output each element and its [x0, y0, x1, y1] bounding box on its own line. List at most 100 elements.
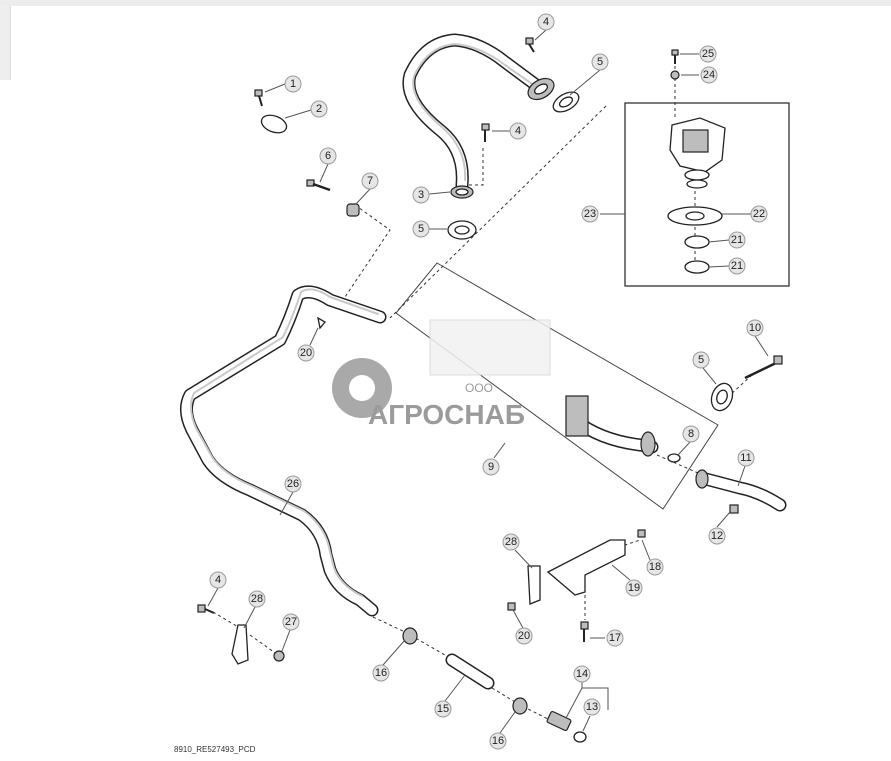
callout-5[interactable]: 5 [591, 53, 609, 71]
watermark-prefix: ООО [465, 381, 493, 395]
callout-23[interactable]: 23 [581, 205, 599, 223]
callout-12[interactable]: 12 [708, 527, 726, 545]
watermark-logo: ООО АГРОСНАБ [332, 319, 551, 430]
svg-text:17: 17 [609, 632, 621, 644]
clamp-bracket [527, 565, 541, 605]
svg-text:7: 7 [367, 175, 373, 187]
figure-caption: 8910_RE527493_PCD [174, 745, 256, 754]
callout-20[interactable]: 20 [297, 344, 315, 362]
hose [445, 653, 495, 690]
adapter-fitting [546, 710, 572, 732]
nut [273, 650, 285, 662]
svg-text:15: 15 [437, 703, 449, 715]
clip [317, 316, 326, 330]
svg-text:13: 13 [586, 701, 598, 713]
svg-text:28: 28 [505, 536, 517, 548]
callout-21[interactable]: 21 [728, 231, 746, 249]
svg-text:16: 16 [492, 735, 504, 747]
callout-6[interactable]: 6 [319, 147, 337, 165]
hose-clamp [402, 627, 418, 645]
svg-text:19: 19 [628, 582, 640, 594]
svg-text:1: 1 [290, 78, 296, 90]
callout-2[interactable]: 2 [310, 100, 328, 118]
callout-7[interactable]: 7 [361, 172, 379, 190]
svg-text:11: 11 [740, 452, 751, 464]
coolant-pipe-main [180, 285, 387, 617]
pipe-flange [450, 77, 555, 199]
callout-11[interactable]: 11 [737, 449, 755, 467]
callout-9[interactable]: 9 [482, 458, 500, 476]
o-ring [667, 453, 681, 463]
svg-text:28: 28 [251, 593, 263, 605]
spacer [346, 203, 360, 217]
callout-5[interactable]: 5 [412, 220, 430, 238]
callout-26[interactable]: 26 [284, 475, 302, 493]
watermark-name: АГРОСНАБ [368, 399, 525, 430]
svg-text:24: 24 [703, 69, 715, 81]
dash-line [729, 374, 753, 396]
coolant-pipe-short [695, 469, 787, 512]
callout-21[interactable]: 21 [728, 257, 746, 275]
bolt [197, 37, 783, 642]
svg-text:4: 4 [515, 125, 521, 137]
callout-16[interactable]: 16 [372, 664, 390, 682]
callout-16[interactable]: 16 [489, 732, 507, 750]
svg-text:5: 5 [418, 223, 424, 235]
callout-28[interactable]: 28 [502, 533, 520, 551]
callout-24[interactable]: 24 [700, 66, 718, 84]
svg-text:20: 20 [300, 347, 312, 359]
callout-28[interactable]: 28 [248, 590, 266, 608]
washer [670, 70, 680, 80]
svg-text:20: 20 [518, 630, 530, 642]
callout-15[interactable]: 15 [434, 700, 452, 718]
callout-18[interactable]: 18 [646, 558, 664, 576]
svg-text:2: 2 [316, 103, 322, 115]
callout-1[interactable]: 1 [284, 75, 302, 93]
callout-4[interactable]: 4 [509, 122, 527, 140]
svg-text:10: 10 [749, 322, 761, 334]
elbow-fitting [565, 395, 659, 457]
svg-text:26: 26 [287, 478, 299, 490]
callout-19[interactable]: 19 [625, 579, 643, 597]
hose-clamp [260, 114, 288, 134]
callout-4[interactable]: 4 [537, 13, 555, 31]
svg-text:12: 12 [711, 530, 723, 542]
svg-text:23: 23 [584, 208, 596, 220]
dash-line [212, 611, 241, 629]
dash-line [344, 204, 391, 298]
gasket [447, 91, 734, 412]
svg-text:14: 14 [576, 668, 588, 680]
thermostat-housing [667, 117, 726, 274]
svg-text:22: 22 [753, 208, 765, 220]
callout-17[interactable]: 17 [606, 629, 624, 647]
callout-25[interactable]: 25 [699, 45, 717, 63]
clamp-bracket [231, 624, 249, 665]
callout-10[interactable]: 10 [746, 319, 764, 337]
callout-22[interactable]: 22 [750, 205, 768, 223]
callout-27[interactable]: 27 [282, 613, 300, 631]
dash-line [372, 616, 446, 656]
callout-5[interactable]: 5 [692, 351, 710, 369]
callout-13[interactable]: 13 [583, 698, 601, 716]
leader-lines [207, 29, 769, 734]
svg-text:3: 3 [418, 189, 424, 201]
top-bar [0, 0, 891, 6]
callout-8[interactable]: 8 [682, 425, 700, 443]
svg-text:4: 4 [215, 574, 221, 586]
callout-3[interactable]: 3 [412, 186, 430, 204]
dash-line [249, 634, 279, 656]
assembly-frame [395, 262, 719, 510]
inset-frame [624, 102, 790, 287]
mounting-bracket [546, 539, 626, 596]
dash-line [389, 105, 607, 319]
callout-4[interactable]: 4 [209, 571, 227, 589]
dash-line [656, 454, 699, 474]
callout-20[interactable]: 20 [515, 627, 533, 645]
hose-clamp [512, 697, 528, 715]
o-ring [573, 731, 587, 743]
left-panel-edge [0, 6, 11, 80]
callout-14[interactable]: 14 [573, 665, 591, 683]
svg-text:5: 5 [597, 56, 603, 68]
svg-text:4: 4 [543, 16, 549, 28]
